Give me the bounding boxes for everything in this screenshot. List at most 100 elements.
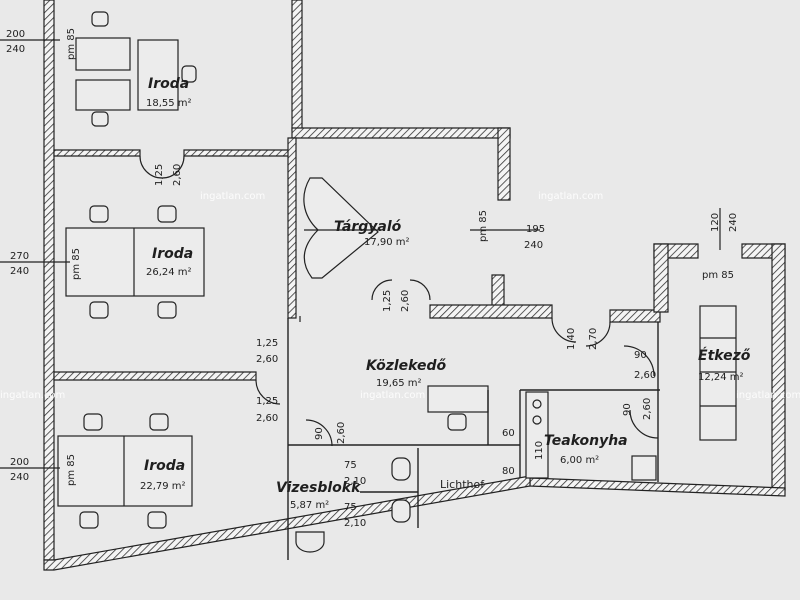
room-area: 6,00 m² — [560, 455, 599, 466]
dim-label: 2,70 — [588, 328, 599, 350]
room-area: 18,55 m² — [146, 98, 192, 109]
room-area: 12,24 m² — [698, 372, 744, 383]
wall-divider-1b — [183, 149, 293, 157]
walls — [43, 0, 786, 571]
wall-divider-1 — [53, 149, 141, 157]
dimension-lines — [0, 39, 721, 469]
dim-label: 1,25 — [382, 290, 393, 312]
chair — [181, 65, 197, 83]
door-swing — [629, 409, 659, 439]
dim-label: 75 — [344, 502, 357, 513]
door-swing — [161, 155, 185, 179]
dimension-labels: 200 240 270 240 200 240 pm 85 pm 85 pm 8… — [6, 28, 739, 529]
wall-divider-2 — [53, 371, 257, 381]
wall-dining-right — [771, 243, 786, 491]
room-area: 17,90 m² — [364, 237, 410, 248]
door-swing — [305, 419, 333, 447]
chair — [89, 205, 109, 223]
toilet — [391, 499, 411, 523]
meeting-table — [303, 177, 379, 279]
wall-left — [43, 0, 55, 561]
door-swing — [585, 321, 611, 347]
dim-label: 200 — [10, 457, 29, 468]
dim-label: 2,60 — [634, 370, 656, 381]
room-name: Közlekedő — [366, 358, 446, 374]
furniture — [57, 37, 737, 553]
dim-label: 2,60 — [642, 398, 653, 420]
wall-bottom-slant — [43, 475, 531, 571]
room-name: Tárgyaló — [334, 219, 402, 235]
dim-label: 90 — [634, 350, 647, 361]
dim-label: pm 85 — [66, 454, 77, 486]
dim-label: pm 85 — [478, 210, 489, 242]
dim-label: 270 — [10, 251, 29, 262]
room-name: Iroda — [148, 76, 189, 92]
wall-meeting-right — [497, 127, 511, 201]
watermark: ingatlan.com ingatlan.com ingatlan.com i… — [0, 191, 800, 401]
dim-label: 1,25 — [154, 164, 165, 186]
watermark-text: ingatlan.com — [200, 191, 265, 202]
chair — [83, 413, 103, 431]
room-name: Étkező — [698, 347, 751, 364]
dim-label: 200 — [6, 29, 25, 40]
toilet — [391, 457, 411, 481]
dim-label: 195 — [526, 224, 545, 235]
chair — [149, 413, 169, 431]
chair — [89, 301, 109, 319]
watermark-text: ingatlan.com — [360, 390, 425, 401]
dim-label: 2,10 — [344, 518, 366, 529]
wall-dining-left — [653, 243, 669, 313]
wall-meeting-left — [287, 137, 297, 319]
room-name: Lichthof — [440, 478, 485, 491]
chair — [147, 511, 167, 529]
doors — [139, 155, 659, 447]
dim-label: pm 85 — [66, 28, 77, 60]
reception-desk — [427, 385, 489, 413]
room-labels: Iroda 18,55 m² Iroda 26,24 m² Iroda 22,7… — [140, 76, 751, 511]
chairs — [79, 11, 467, 529]
room-name: Iroda — [144, 458, 185, 474]
dim-label: 2,60 — [336, 422, 347, 444]
dim-label: 1,25 — [256, 338, 278, 349]
dim-label: 110 — [534, 441, 545, 460]
dim-label: 2,60 — [172, 164, 183, 186]
desk — [75, 37, 131, 71]
door-swing — [409, 279, 431, 301]
chair — [157, 301, 177, 319]
room-name: Vizesblokk — [276, 480, 362, 496]
dim-label: 90 — [622, 403, 633, 416]
wall-office-top-right — [291, 0, 303, 131]
wall-meeting-top — [291, 127, 511, 139]
dim-label: pm 85 — [702, 270, 734, 281]
dining-table — [699, 305, 737, 441]
chair — [157, 205, 177, 223]
dim-label: 1,40 — [566, 328, 577, 350]
desk — [137, 39, 179, 111]
partitions — [287, 318, 660, 560]
dim-label: 120 — [710, 213, 721, 232]
room-area: 5,87 m² — [290, 500, 329, 511]
watermark-text: ingatlan.com — [736, 390, 800, 401]
door-swing — [139, 155, 163, 179]
door-swing — [551, 317, 577, 343]
dim-label: 1,25 — [256, 396, 278, 407]
dim-label: 90 — [314, 427, 325, 440]
chair — [91, 11, 109, 27]
dim-label: 240 — [10, 266, 29, 277]
room-name: Teakonyha — [544, 433, 628, 449]
room-name: Iroda — [152, 246, 193, 262]
door-swing — [623, 345, 655, 377]
desk — [75, 79, 131, 111]
table — [57, 435, 193, 507]
door-swing — [255, 379, 281, 405]
chair — [91, 111, 109, 127]
dim-label: 2,10 — [344, 476, 366, 487]
room-area: 19,65 m² — [376, 378, 422, 389]
dim-label: 75 — [344, 460, 357, 471]
dim-label: 2,60 — [400, 290, 411, 312]
room-area: 22,79 m² — [140, 481, 186, 492]
dim-label: 2,60 — [256, 354, 278, 365]
dim-label: 60 — [502, 428, 515, 439]
dim-label: 2,60 — [256, 413, 278, 424]
dim-label: 80 — [502, 466, 515, 477]
